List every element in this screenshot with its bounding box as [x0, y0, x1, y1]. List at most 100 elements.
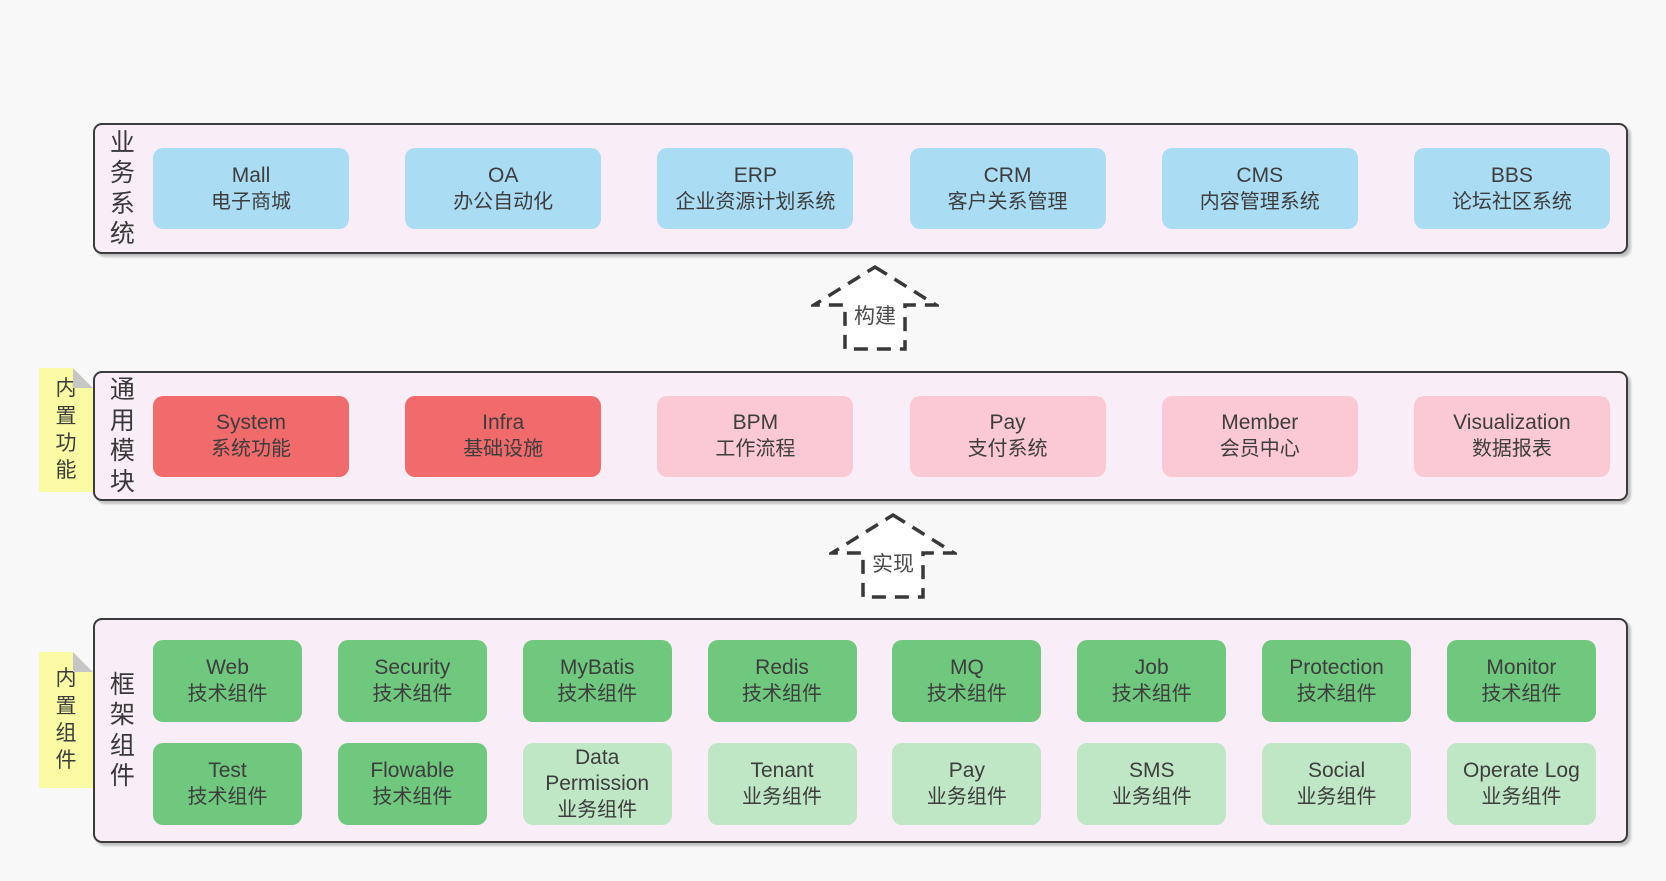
- box-subtitle: 工作流程: [715, 438, 796, 460]
- box-data-permission: Data Permission 业务组件: [522, 743, 672, 825]
- note-fold-icon: [73, 652, 93, 672]
- framework-boxes-rows: Web 技术组件 Security 技术组件 MyBatis 技术组件 Redi…: [153, 640, 1596, 825]
- box-cms: CMS 内容管理系统: [1161, 148, 1358, 229]
- box-subtitle: 内容管理系统: [1199, 190, 1320, 213]
- box-subtitle: 业务组件: [742, 786, 823, 808]
- box-title: MQ: [949, 656, 984, 679]
- box-security: Security 技术组件: [337, 640, 487, 722]
- box-title: Flowable: [370, 759, 455, 782]
- box-web: Web 技术组件: [153, 640, 302, 722]
- business-boxes-row: Mall 电子商城 OA 办公自动化 ERP 企业资源计划系统 CRM 客户关系…: [153, 125, 1610, 252]
- box-title: BPM: [732, 411, 779, 434]
- box-title: BBS: [1490, 163, 1533, 187]
- box-title: Visualization: [1453, 411, 1571, 434]
- box-subtitle: 技术组件: [557, 683, 638, 705]
- box-crm: CRM 客户关系管理: [909, 148, 1106, 229]
- box-subtitle: 电子商城: [211, 190, 291, 213]
- box-bbs: BBS 论坛社区系统: [1413, 148, 1610, 229]
- box-title: System: [215, 411, 286, 434]
- box-monitor: Monitor 技术组件: [1446, 640, 1596, 722]
- box-subtitle: 客户关系管理: [947, 190, 1068, 213]
- box-pay-component: Pay 业务组件: [892, 743, 1042, 825]
- box-visualization: Visualization 数据报表: [1413, 395, 1610, 477]
- box-subtitle: 会员中心: [1219, 438, 1300, 460]
- box-title: MyBatis: [559, 656, 635, 679]
- box-social: Social 业务组件: [1262, 743, 1412, 825]
- arrow-label: 实现: [869, 548, 917, 578]
- box-title: Pay: [948, 759, 985, 782]
- box-subtitle: 技术组件: [926, 683, 1007, 705]
- box-title: Web: [206, 656, 249, 679]
- box-title: Protection: [1289, 656, 1384, 679]
- sticky-note-built-in-components: 内置组件: [39, 652, 93, 788]
- framework-row-2: Test 技术组件 Flowable 技术组件 Data Permission …: [153, 743, 1596, 825]
- box-title: OA: [488, 163, 519, 187]
- band-label-business: 业务系统: [109, 128, 135, 249]
- box-oa: OA 办公自动化: [405, 148, 602, 229]
- band-label-framework: 框架组件: [109, 670, 135, 791]
- box-operate-log: Operate Log 业务组件: [1446, 743, 1596, 825]
- box-job: Job 技术组件: [1077, 640, 1227, 722]
- box-subtitle: 业务组件: [926, 786, 1007, 808]
- box-title: ERP: [733, 163, 777, 187]
- box-title: Infra: [482, 411, 525, 434]
- box-title: Tenant: [750, 759, 814, 782]
- box-title: Operate Log: [1463, 759, 1580, 782]
- band-label-modules: 通用模块: [109, 376, 135, 496]
- box-subtitle: 业务组件: [557, 799, 638, 821]
- box-flowable: Flowable 技术组件: [337, 743, 487, 825]
- box-test: Test 技术组件: [153, 743, 302, 825]
- box-subtitle: 办公自动化: [453, 190, 554, 213]
- modules-boxes-row: System 系统功能 Infra 基础设施 BPM 工作流程 Pay 支付系统…: [153, 373, 1610, 499]
- box-pay-module: Pay 支付系统: [909, 395, 1106, 477]
- build-arrow: 构建: [811, 264, 939, 352]
- note-label: 内置功能: [55, 377, 77, 483]
- box-infra: Infra 基础设施: [405, 395, 602, 477]
- note-label: 内置组件: [55, 667, 77, 773]
- sticky-note-built-in-features: 内置功能: [39, 368, 93, 492]
- box-subtitle: 技术组件: [372, 683, 453, 705]
- box-title: Test: [208, 759, 247, 782]
- box-erp: ERP 企业资源计划系统: [657, 148, 854, 229]
- box-tenant: Tenant 业务组件: [707, 743, 857, 825]
- framework-components-band: 框架组件 Web 技术组件 Security 技术组件 MyBatis 技术组件…: [93, 618, 1628, 843]
- box-title: Security: [374, 656, 451, 679]
- common-modules-band: 通用模块 System 系统功能 Infra 基础设施 BPM 工作流程 Pay…: [93, 371, 1628, 501]
- box-subtitle: 业务组件: [1296, 786, 1377, 808]
- box-redis: Redis 技术组件: [707, 640, 857, 722]
- box-subtitle: 数据报表: [1471, 438, 1552, 460]
- implement-arrow: 实现: [829, 512, 957, 600]
- box-system: System 系统功能: [153, 395, 349, 477]
- box-member: Member 会员中心: [1161, 395, 1358, 477]
- box-subtitle: 技术组件: [1111, 683, 1192, 705]
- box-subtitle: 论坛社区系统: [1451, 190, 1572, 213]
- box-title: Pay: [989, 411, 1026, 434]
- box-subtitle: 技术组件: [1296, 683, 1377, 705]
- business-systems-band: 业务系统 Mall 电子商城 OA 办公自动化 ERP 企业资源计划系统 CRM…: [93, 123, 1628, 254]
- box-title: Mall: [231, 163, 271, 187]
- note-fold-icon: [73, 368, 93, 388]
- box-bpm: BPM 工作流程: [657, 395, 854, 477]
- box-mall: Mall 电子商城: [153, 148, 349, 229]
- box-title: CRM: [983, 163, 1032, 187]
- box-mybatis: MyBatis 技术组件: [522, 640, 672, 722]
- box-subtitle: 企业资源计划系统: [675, 190, 836, 213]
- box-sms: SMS 业务组件: [1077, 743, 1227, 825]
- box-title: Job: [1134, 656, 1169, 679]
- box-subtitle: 支付系统: [967, 438, 1048, 460]
- box-subtitle: 技术组件: [1481, 683, 1562, 705]
- box-title: Social: [1307, 759, 1366, 782]
- framework-row-1: Web 技术组件 Security 技术组件 MyBatis 技术组件 Redi…: [153, 640, 1596, 722]
- box-title: Monitor: [1486, 656, 1557, 679]
- box-subtitle: 业务组件: [1481, 786, 1562, 808]
- box-mq: MQ 技术组件: [892, 640, 1042, 722]
- box-title: Member: [1221, 411, 1299, 434]
- box-subtitle: 技术组件: [187, 786, 268, 808]
- box-title: SMS: [1128, 759, 1175, 782]
- box-title: Data Permission: [545, 746, 650, 795]
- box-subtitle: 基础设施: [463, 438, 544, 460]
- box-title: Redis: [755, 656, 809, 679]
- box-subtitle: 技术组件: [372, 786, 453, 808]
- box-protection: Protection 技术组件: [1262, 640, 1412, 722]
- box-subtitle: 业务组件: [1111, 786, 1192, 808]
